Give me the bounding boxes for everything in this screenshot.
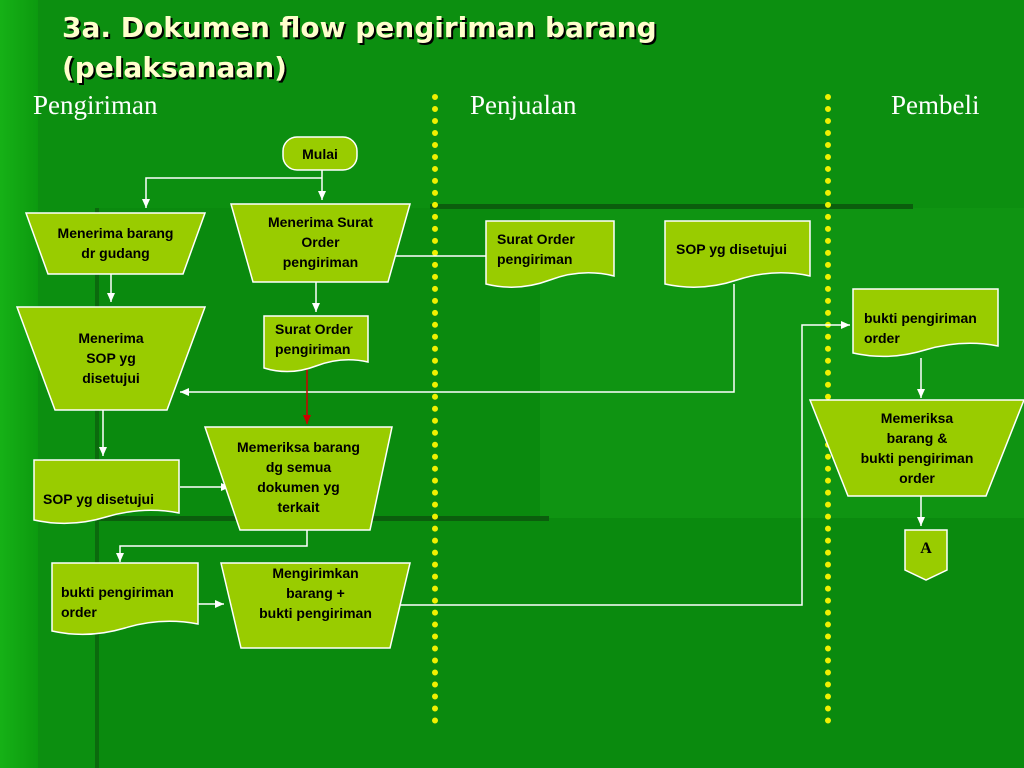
- doc-sop-sales-label: SOP yg disetujui: [676, 241, 787, 257]
- doc-proof-buyer-label: bukti pengiriman order: [864, 310, 977, 346]
- flow-arrow-sop-to-receive-sop: [180, 284, 735, 396]
- doc-sop-ship: [33, 459, 180, 525]
- receive-sop-shape: [15, 306, 207, 411]
- doc-proof-ship-label: bukti pengiriman order: [61, 584, 174, 620]
- slide-title-line2: (pelaksanaan): [62, 51, 287, 84]
- buyer-check-label: Memeriksa barang & bukti pengiriman orde…: [860, 410, 974, 486]
- receive-sop-label: Menerima SOP yg disetujui: [78, 330, 144, 386]
- start-label: Mulai: [302, 145, 338, 162]
- slide-title-line1: 3a. Dokumen flow pengiriman barang: [62, 11, 657, 44]
- background-accent: [0, 0, 38, 768]
- background-rule-top: [430, 204, 913, 209]
- lane-label-pembeli: Pembeli: [891, 90, 980, 120]
- lane-divider-1: [432, 94, 438, 724]
- doc-order-sales-label: Surat Order pengiriman: [497, 231, 575, 267]
- check-goods-shape: [203, 426, 393, 531]
- lane-label-pengiriman: Pengiriman: [33, 90, 158, 120]
- lane-label-penjualan: Penjualan: [470, 90, 577, 120]
- doc-order-ship: [263, 315, 369, 373]
- flow-arrow-check-to-proof: [116, 530, 308, 562]
- connector-a-shape: [904, 529, 948, 581]
- receive-goods-shape: [24, 212, 207, 275]
- send-goods-shape: [220, 562, 411, 649]
- send-goods-label: Mengirimkan barang + bukti pengiriman: [259, 565, 372, 621]
- buyer-check-shape: [808, 399, 1024, 497]
- connector-a-label: A: [920, 540, 932, 557]
- start-terminator: [282, 136, 358, 171]
- doc-sop-ship-label: SOP yg disetujui: [43, 491, 154, 507]
- slide-title: 3a. Dokumen flow pengiriman barang (pela…: [62, 8, 657, 88]
- flow-arrow-start-to-goods: [142, 177, 322, 208]
- doc-proof-buyer: [852, 288, 999, 358]
- doc-order-sales: [485, 220, 615, 288]
- receive-goods-label: Menerima barang dr gudang: [57, 225, 174, 261]
- receive-order-label: Menerima Surat Order pengiriman: [267, 214, 374, 270]
- doc-sop-sales: [664, 220, 811, 288]
- check-goods-label: Memeriksa barang dg semua dokumen yg ter…: [237, 439, 360, 515]
- doc-proof-ship: [51, 562, 199, 636]
- doc-order-ship-label: Surat Order pengiriman: [275, 321, 353, 357]
- receive-order-shape: [230, 203, 411, 283]
- flow-arrow-send-to-buyer-proof: [392, 321, 850, 606]
